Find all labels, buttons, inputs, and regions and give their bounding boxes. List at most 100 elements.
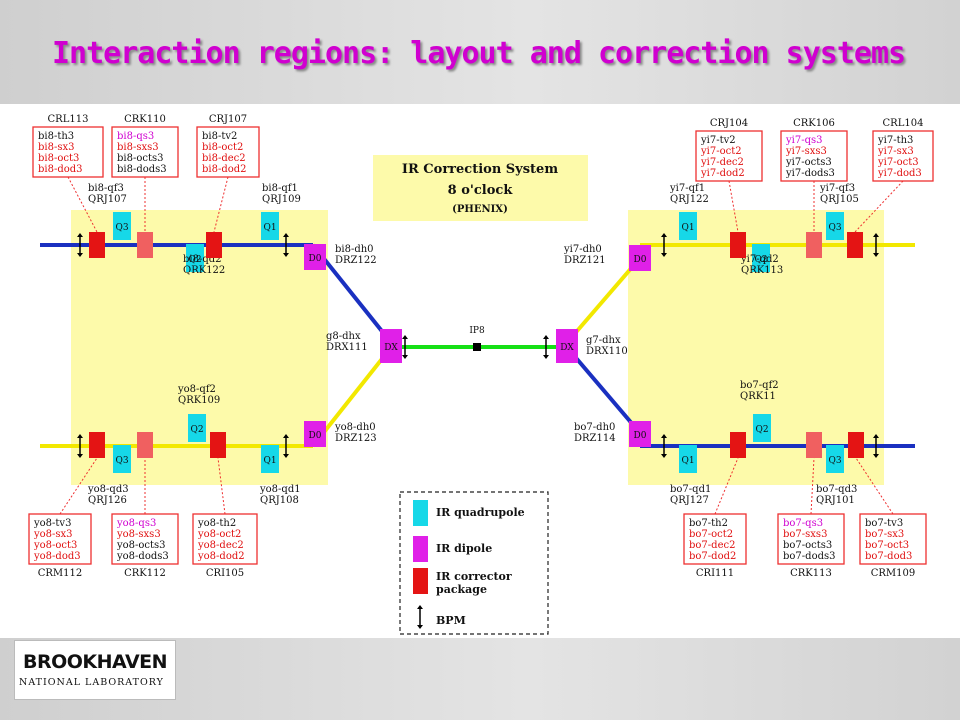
- beam-line-yo8-bend: [311, 343, 395, 448]
- corrector-package-id: CRL104: [883, 118, 924, 129]
- ip-label: IP8: [469, 326, 485, 336]
- corrector-leader: [728, 180, 739, 233]
- corrector-package-id: CRL113: [48, 114, 89, 125]
- corrector-element-label: yi7-th3: [877, 135, 913, 146]
- corrector-CRK110: [137, 232, 153, 258]
- corrector-package-id: CRJ107: [209, 114, 247, 125]
- corrector-element-label: yo8-sxs3: [116, 529, 161, 540]
- legend-swatch-quad: [413, 500, 428, 526]
- legend-bpm-icon: [417, 605, 423, 629]
- corrector-package-id: CRM109: [871, 568, 916, 579]
- bpm-marker: [77, 434, 83, 458]
- corrector-element-label: bi8-dods3: [117, 164, 167, 175]
- corrector-element-label: bi8-dec2: [202, 153, 246, 164]
- quadrupole-tag: Q3: [828, 456, 841, 466]
- corrector-element-label: bo7-sxs3: [783, 529, 827, 540]
- corrector-element-label: yi7-sx3: [877, 146, 914, 157]
- dipole-tag: D0: [309, 431, 322, 441]
- corrector-element-label: bo7-octs3: [783, 540, 832, 551]
- corrector-CRJ104: [730, 232, 746, 258]
- bpm-marker: [873, 434, 879, 458]
- corrector-element-label: yo8-dec2: [197, 540, 244, 551]
- quad-code-label: QRJ108: [260, 495, 299, 506]
- dipole-code-label: DRZ114: [574, 433, 616, 444]
- corrector-element-label: bi8-oct2: [202, 142, 243, 153]
- corrector-element-label: yi7-oct3: [877, 157, 919, 168]
- quadrupole-tag: Q2: [188, 255, 201, 265]
- corrector-package-id: CRM112: [38, 568, 83, 579]
- legend-swatch-corrector: [413, 568, 428, 594]
- slide-title: Interaction regions: layout and correcti…: [52, 36, 906, 71]
- corrector-CRI105: [210, 432, 226, 458]
- corrector-CRK113: [806, 432, 822, 458]
- corrector-CRK106: [806, 232, 822, 258]
- quadrupole-yo8-qf2: [188, 414, 206, 442]
- dipole-tag: DX: [560, 343, 574, 353]
- corrector-CRL104: [847, 232, 863, 258]
- corrector-element-label: yi7-tv2: [700, 135, 736, 146]
- corrector-CRK112: [137, 432, 153, 458]
- quad-name-label: yi7-qf3: [819, 183, 855, 194]
- corrector-box-CRJ107: [196, 126, 260, 178]
- quad-name-label: yi7-qf1: [669, 183, 705, 194]
- dipole-code-label: DRZ123: [335, 433, 377, 444]
- bpm-marker: [283, 233, 289, 257]
- corrector-CRL113: [89, 232, 105, 258]
- corrector-element-label: yo8-dod3: [33, 551, 81, 562]
- quad-name-label: bo7-qd3: [816, 484, 857, 495]
- corrector-element-label: bi8-dod2: [202, 164, 247, 175]
- quad-code-label: QRJ107: [88, 194, 127, 205]
- quadrupole-tag: Q1: [681, 456, 694, 466]
- quad-code-label: QRJ127: [670, 495, 709, 506]
- quadrupole-bi8-qf3: [113, 212, 131, 240]
- quadrupole-yi7-qd2: [752, 244, 770, 272]
- corrector-element-label: bo7-qs3: [783, 518, 823, 529]
- corrector-package-id: CRK113: [790, 568, 832, 579]
- corrector-element-label: bo7-oct3: [865, 540, 909, 551]
- corrector-element-label: bo7-dod3: [865, 551, 912, 562]
- quad-name-label: bi8-qf1: [262, 183, 298, 194]
- quad-code-label: QRK113: [741, 265, 783, 276]
- corrector-box-CRI105: [192, 513, 258, 565]
- quadrupole-tag: Q2: [754, 255, 767, 265]
- dipole-DX-8: [380, 329, 402, 363]
- quadrupole-tag: Q2: [755, 425, 768, 435]
- quadrupole-bo7-qd3: [826, 445, 844, 473]
- corrector-element-label: bi8-tv2: [202, 131, 237, 142]
- dipole-name-label: yi7-dh0: [563, 244, 602, 255]
- quadrupole-yo8-qd3: [113, 445, 131, 473]
- dipole-tag: D0: [634, 431, 647, 441]
- corrector-box-CRK110: [111, 126, 179, 178]
- title-box-line3: (PHENIX): [452, 204, 508, 215]
- dipole-tag: DX: [384, 343, 398, 353]
- quadrupole-bo7-qf2: [753, 414, 771, 442]
- bpm-marker: [402, 335, 408, 359]
- dipole-code-label: DRZ121: [564, 255, 606, 266]
- legend-label: package: [436, 583, 487, 596]
- beam-line-bi8-bend: [311, 243, 395, 347]
- ip-marker: [473, 343, 481, 351]
- corrector-package-id: CRK110: [124, 114, 166, 125]
- corrector-element-label: bi8-octs3: [117, 153, 163, 164]
- corrector-element-label: bo7-dods3: [783, 551, 835, 562]
- corrector-element-label: yo8-tv3: [33, 518, 71, 529]
- bpm-marker: [77, 233, 83, 257]
- dipole-name-label: bi8-dh0: [335, 244, 374, 255]
- quad-code-label: QRJ109: [262, 194, 301, 205]
- corrector-CRJ107: [206, 232, 222, 258]
- dipole-tag: D0: [634, 255, 647, 265]
- corrector-element-label: bi8-th3: [38, 131, 74, 142]
- corrector-element-label: bi8-dod3: [38, 164, 83, 175]
- corrector-box-CRL104: [872, 130, 934, 182]
- corrector-element-label: yi7-oct2: [700, 146, 742, 157]
- quad-code-label: QRJ122: [670, 194, 709, 205]
- legend-label: IR quadrupole: [436, 506, 525, 519]
- corrector-element-label: bo7-dod2: [689, 551, 736, 562]
- bpm-marker: [283, 434, 289, 458]
- quadrupole-tag: Q3: [115, 456, 128, 466]
- corrector-element-label: yi7-dod3: [877, 168, 922, 179]
- quad-code-label: QRK122: [183, 265, 225, 276]
- corrector-leader: [855, 457, 894, 515]
